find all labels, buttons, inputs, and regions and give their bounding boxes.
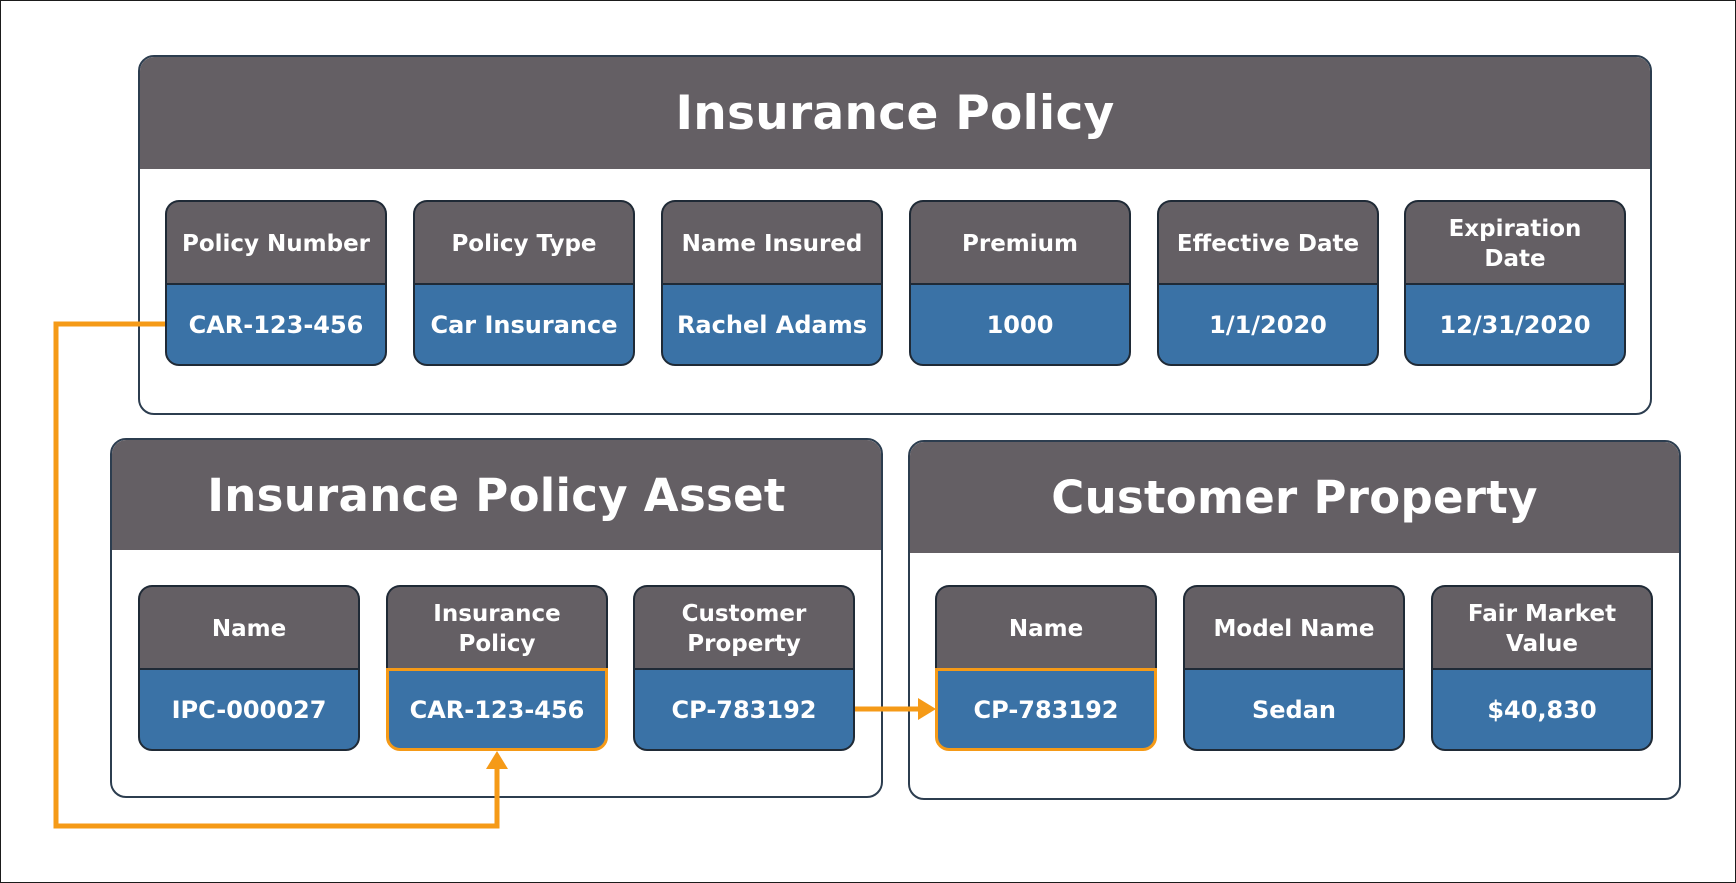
field-label: Model Name bbox=[1183, 585, 1405, 670]
field-value: Car Insurance bbox=[413, 283, 635, 366]
field-label: Policy Number bbox=[165, 200, 387, 285]
field-label: Name bbox=[138, 585, 360, 670]
field-label: Customer Property bbox=[633, 585, 855, 670]
field-asset-insurance-policy: Insurance Policy CAR-123-456 bbox=[386, 585, 608, 751]
field-label: Insurance Policy bbox=[386, 585, 608, 670]
field-policy-type: Policy Type Car Insurance bbox=[413, 200, 635, 366]
field-name-insured: Name Insured Rachel Adams bbox=[661, 200, 883, 366]
field-label: Effective Date bbox=[1157, 200, 1379, 285]
field-model-name: Model Name Sedan bbox=[1183, 585, 1405, 751]
field-asset-customer-property: Customer Property CP-783192 bbox=[633, 585, 855, 751]
field-label: Expiration Date bbox=[1404, 200, 1626, 285]
field-label: Name bbox=[935, 585, 1157, 670]
field-value: CP-783192 bbox=[633, 668, 855, 751]
field-property-name: Name CP-783192 bbox=[935, 585, 1157, 751]
field-value: CAR-123-456 bbox=[386, 668, 608, 751]
field-fair-market-value: Fair Market Value $40,830 bbox=[1431, 585, 1653, 751]
field-value: CP-783192 bbox=[935, 668, 1157, 751]
field-value: CAR-123-456 bbox=[165, 283, 387, 366]
field-effective-date: Effective Date 1/1/2020 bbox=[1157, 200, 1379, 366]
field-label: Fair Market Value bbox=[1431, 585, 1653, 670]
field-value: 12/31/2020 bbox=[1404, 283, 1626, 366]
field-label: Policy Type bbox=[413, 200, 635, 285]
field-asset-name: Name IPC-000027 bbox=[138, 585, 360, 751]
field-expiration-date: Expiration Date 12/31/2020 bbox=[1404, 200, 1626, 366]
field-label: Name Insured bbox=[661, 200, 883, 285]
field-premium: Premium 1000 bbox=[909, 200, 1131, 366]
field-value: Sedan bbox=[1183, 668, 1405, 751]
field-value: Rachel Adams bbox=[661, 283, 883, 366]
field-policy-number: Policy Number CAR-123-456 bbox=[165, 200, 387, 366]
insurance-policy-title: Insurance Policy bbox=[140, 57, 1650, 169]
field-value: $40,830 bbox=[1431, 668, 1653, 751]
customer-property-title: Customer Property bbox=[910, 442, 1679, 553]
field-label: Premium bbox=[909, 200, 1131, 285]
insurance-policy-asset-title: Insurance Policy Asset bbox=[112, 440, 881, 550]
field-value: 1000 bbox=[909, 283, 1131, 366]
field-value: 1/1/2020 bbox=[1157, 283, 1379, 366]
field-value: IPC-000027 bbox=[138, 668, 360, 751]
